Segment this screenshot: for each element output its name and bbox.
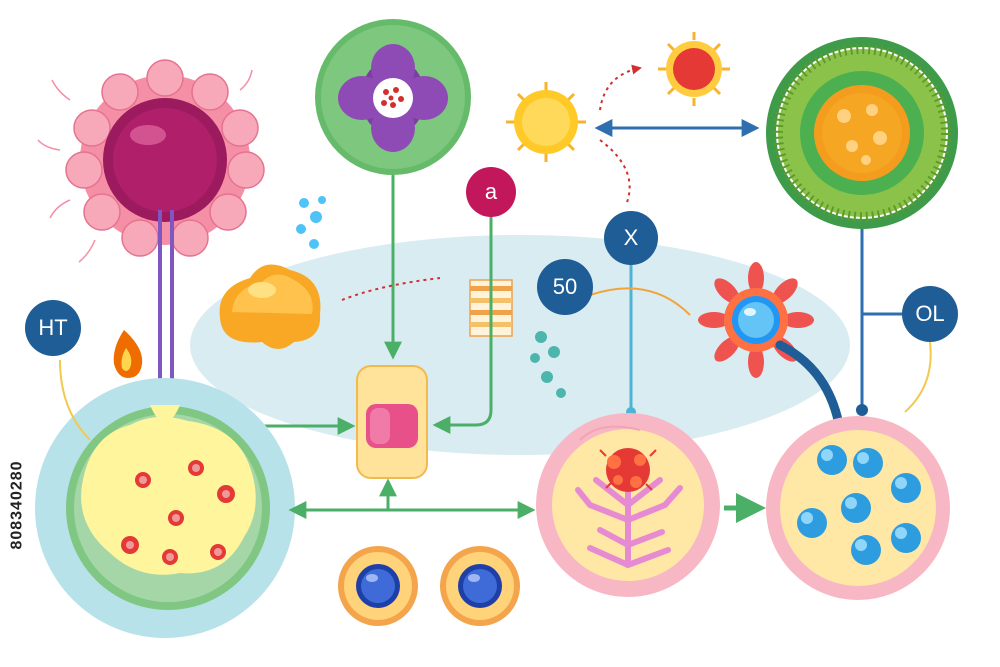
label-ol-badge: OL <box>902 286 958 342</box>
label-x-badge: X <box>604 211 658 265</box>
green-cross-cell-icon <box>315 19 471 175</box>
red-sun-cell-icon <box>658 32 730 106</box>
green-rayed-cell-icon <box>766 37 958 229</box>
left-yellow-cell-icon <box>35 378 295 638</box>
droplets-icon <box>296 196 326 249</box>
flame-icon <box>113 330 143 378</box>
label-ol-text: OL <box>915 301 944 326</box>
bottom-cell-2-icon <box>440 546 520 626</box>
pink-flower-cell-icon <box>37 59 265 263</box>
label-a-badge: a <box>466 167 516 217</box>
label-50-text: 50 <box>553 274 577 299</box>
label-50-badge: 50 <box>537 259 593 315</box>
arrow-green-from-a <box>432 217 493 434</box>
dotted-connector <box>341 277 441 301</box>
side-id-text: 808340280 <box>4 420 32 590</box>
pink-tree-cell-icon <box>536 413 720 597</box>
yellow-sun-cell-icon <box>506 82 586 162</box>
teal-dots-icon <box>530 331 566 398</box>
label-ht-text: HT <box>38 315 67 340</box>
label-ht-badge: HT <box>25 300 81 356</box>
center-card-icon <box>356 365 428 479</box>
dotted-red-arrow <box>599 64 642 111</box>
background-blob <box>190 235 850 455</box>
blue-thick-connector <box>775 340 845 435</box>
label-a-text: a <box>485 179 498 204</box>
label-x-text: X <box>624 225 639 250</box>
side-id-label: 808340280 <box>9 460 26 550</box>
orange-blob-icon <box>219 264 321 349</box>
bottom-cell-1-icon <box>338 546 418 626</box>
blue-spheres-cell-icon <box>766 416 950 600</box>
